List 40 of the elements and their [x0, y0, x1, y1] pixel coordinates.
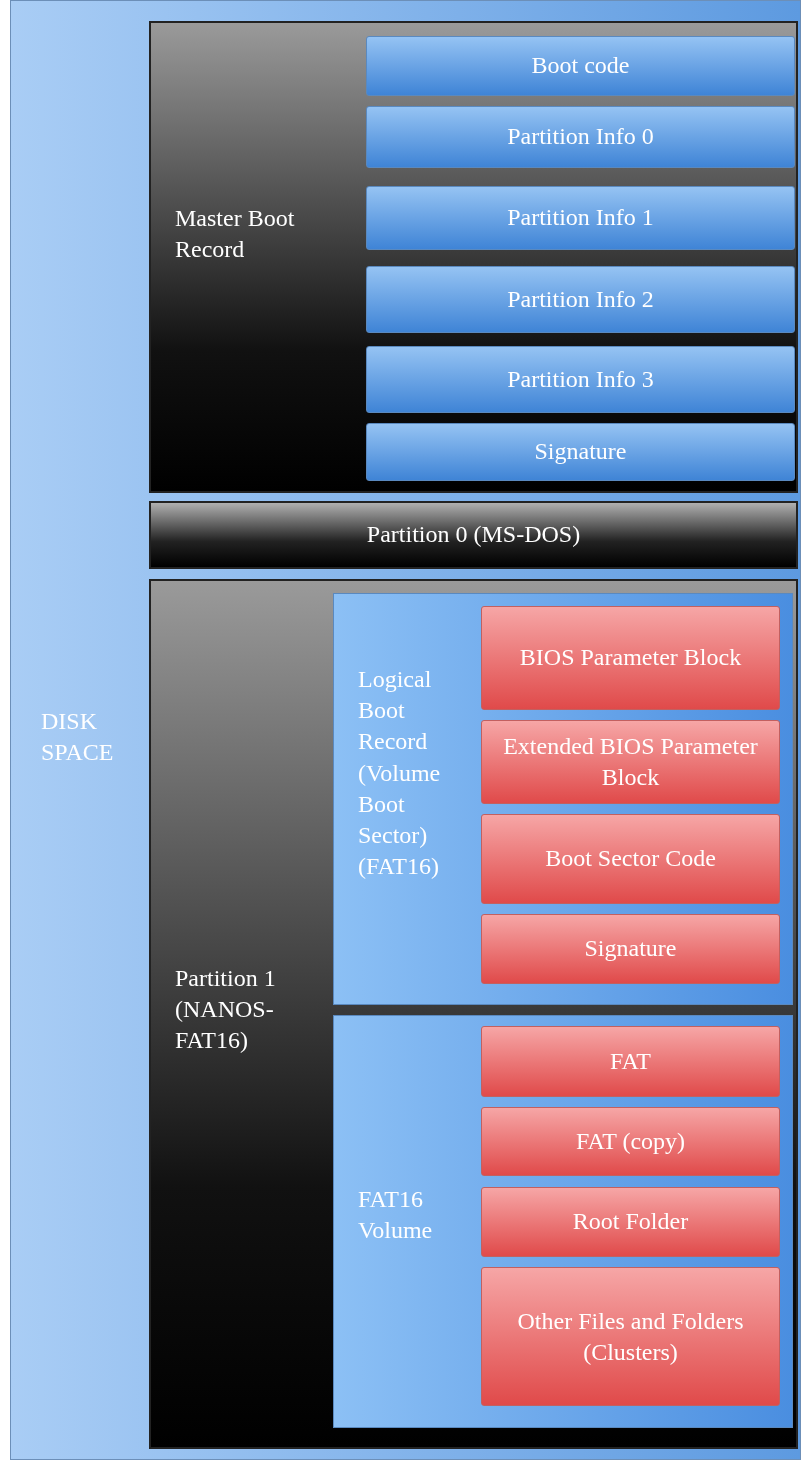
field-label: BIOS Parameter Block [518, 643, 743, 673]
region-band [10, 0, 801, 1460]
field-label: Other Files and Folders (Clusters) [516, 1306, 745, 1367]
field-label: FAT (copy) [574, 1126, 687, 1156]
field-bar [481, 814, 780, 904]
field-label: Signature [583, 934, 678, 964]
field-bar [366, 186, 795, 250]
section-label: Master Boot Record [175, 204, 296, 265]
section-label: Partition 1 (NANOS-FAT16) [175, 964, 277, 1056]
field-bar [481, 1267, 780, 1406]
field-label: Partition Info 0 [506, 122, 655, 152]
field-label: Boot Sector Code [544, 844, 717, 874]
subsection-panel [333, 593, 793, 1005]
field-bar [366, 346, 795, 413]
section-panel [149, 579, 798, 1449]
field-label: Extended BIOS Parameter Block [502, 731, 759, 792]
field-bar [481, 606, 780, 710]
field-label: Partition Info 1 [506, 203, 655, 233]
field-label: Partition Info 3 [506, 364, 655, 394]
field-bar [366, 106, 795, 168]
field-bar [481, 1026, 780, 1097]
field-label: Partition Info 2 [506, 284, 655, 314]
field-label: Signature [533, 437, 628, 467]
section-label: DISK SPACE [41, 707, 115, 768]
section-panel [149, 21, 798, 493]
field-label: Root Folder [571, 1207, 690, 1237]
field-label: Partition 0 (MS-DOS) [365, 520, 582, 550]
field-bar [366, 423, 795, 481]
field-bar [481, 914, 780, 984]
subsection-panel [333, 1015, 793, 1428]
field-label: FAT [609, 1046, 652, 1076]
field-bar [366, 36, 795, 96]
field-bar [366, 266, 795, 333]
section-label: FAT16 Volume [358, 1185, 434, 1246]
field-label: Boot code [530, 51, 631, 81]
field-bar [481, 1187, 780, 1257]
section-bar [149, 501, 798, 569]
section-label: Logical Boot Record (Volume Boot Sector) (FAT16) [358, 665, 442, 882]
field-bar [481, 720, 780, 804]
field-bar [481, 1107, 780, 1176]
